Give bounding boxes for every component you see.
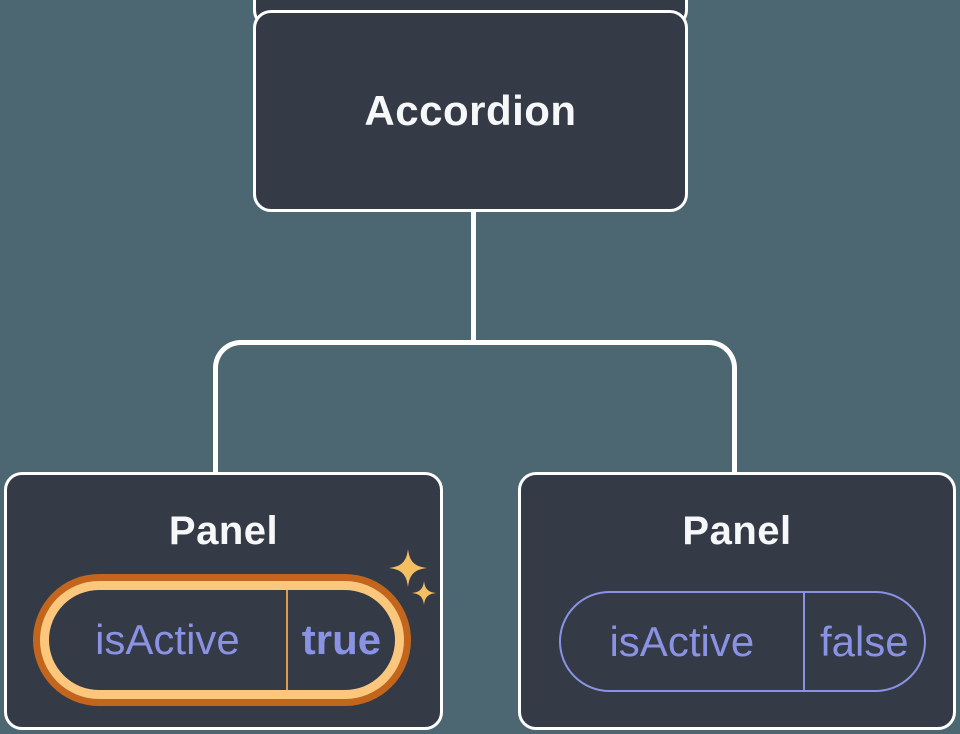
- panel-node-inactive: Panel isActive false: [518, 472, 956, 730]
- panel-node-label: Panel: [168, 509, 279, 553]
- accordion-node-label: Accordion: [364, 87, 577, 134]
- prop-pill-active: isActive true: [49, 590, 395, 690]
- panel-node-label: Panel: [682, 509, 792, 553]
- sparkle-icon: [389, 549, 427, 587]
- prop-value: true: [301, 616, 382, 663]
- accordion-node: Accordion: [253, 10, 688, 212]
- tree-connector-stem: [471, 212, 476, 343]
- prop-pill-inactive: isActive false: [559, 591, 926, 692]
- prop-name: isActive: [609, 617, 755, 665]
- prop-name: isActive: [95, 616, 240, 663]
- prop-pill-highlight-ring: isActive true: [33, 574, 411, 706]
- tree-connector-branch: [213, 340, 737, 474]
- sparkle-icon: [412, 581, 436, 605]
- panel-node-active: Panel isActive true: [4, 472, 443, 730]
- prop-value: false: [819, 617, 909, 665]
